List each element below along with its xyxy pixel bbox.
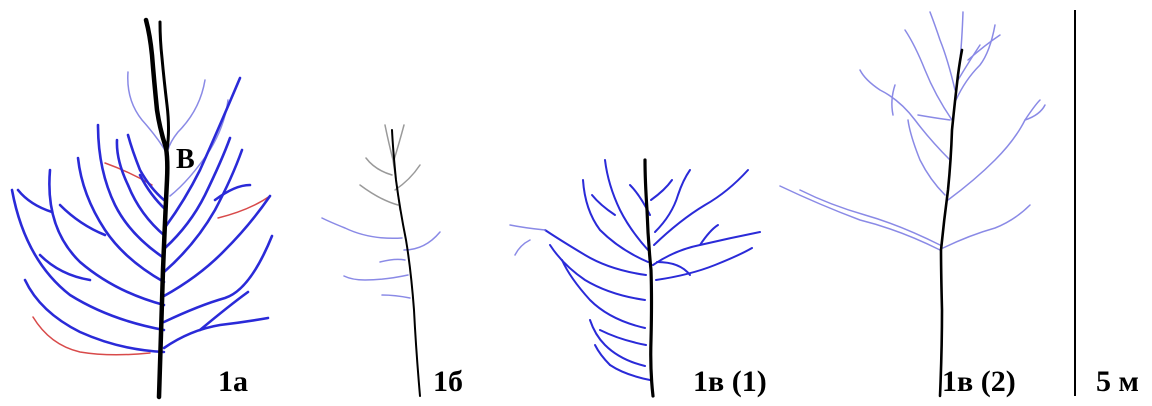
branch: [38, 253, 92, 282]
branch: [381, 294, 411, 299]
branch: [167, 79, 206, 151]
branch: [699, 224, 719, 246]
branch: [907, 119, 946, 196]
branch: [162, 316, 270, 350]
tree-1v1-label: 1в (1): [693, 365, 767, 398]
branch: [955, 24, 996, 101]
branch: [115, 138, 167, 238]
branch: [904, 29, 953, 121]
branch: [650, 179, 673, 201]
branch: [917, 114, 951, 121]
branch: [509, 224, 546, 231]
tree-1a-label: 1а: [218, 365, 248, 398]
tree-1v1: [509, 158, 761, 398]
branch: [609, 364, 651, 381]
tree-1v2-main-stem: [938, 48, 964, 398]
branch: [162, 194, 272, 298]
branch: [544, 229, 647, 276]
branch: [653, 169, 749, 246]
branch: [76, 156, 166, 284]
branch: [164, 76, 242, 228]
branch: [365, 157, 393, 176]
branch: [604, 159, 649, 251]
branch: [198, 290, 250, 332]
tree-1b: [321, 124, 441, 397]
branch: [859, 69, 951, 161]
tree-1v1-pale-branches: [509, 224, 546, 256]
branch: [16, 188, 54, 214]
branch: [514, 239, 531, 256]
branch: [561, 259, 646, 329]
branch: [58, 203, 107, 237]
branch: [403, 231, 441, 251]
tree-1a-main-stem: [143, 17, 170, 400]
tree-1a: [10, 17, 274, 400]
scale-bar-label: 5 м: [1096, 365, 1139, 398]
branch: [138, 173, 168, 212]
branch: [379, 258, 406, 263]
branch: [393, 124, 405, 161]
branch: [162, 148, 244, 274]
branch: [23, 278, 166, 354]
branch: [779, 185, 941, 251]
branch: [655, 247, 753, 281]
tree-1v2: [779, 11, 1046, 398]
branch: [127, 71, 167, 153]
branch: [48, 168, 166, 307]
branch: [394, 164, 421, 191]
tree-1v1-branches: [544, 159, 761, 381]
dead-branch: [217, 195, 271, 219]
branch: [10, 188, 166, 332]
branch: [162, 234, 274, 324]
branch: [656, 261, 691, 276]
branch: [126, 133, 166, 202]
branch: [967, 34, 1001, 61]
point-b-label: В: [176, 144, 195, 175]
tree-1a-left-branches: [10, 123, 168, 354]
dead-branch: [32, 316, 151, 356]
branch: [321, 217, 403, 240]
branch: [163, 136, 232, 250]
branch: [549, 244, 646, 301]
branch: [799, 189, 941, 246]
tree-1v2-label: 1в (2): [942, 365, 1016, 398]
branch: [359, 184, 399, 206]
branch: [947, 99, 1041, 201]
tree-1a-secondary-leader: [158, 20, 170, 152]
tree-1a-right-branches: [162, 76, 274, 350]
branch: [942, 204, 1031, 249]
tree-1v1-main-stem: [643, 158, 655, 398]
branch: [591, 194, 616, 216]
branch: [654, 169, 691, 233]
branch: [957, 44, 981, 81]
branch: [891, 84, 896, 116]
tree-1b-label: 1б: [433, 365, 463, 398]
branch: [1024, 104, 1046, 121]
branch: [599, 329, 647, 346]
branch: [929, 11, 956, 91]
branch: [589, 319, 646, 367]
branch: [594, 344, 611, 366]
tree-1b-main-stem: [391, 129, 421, 397]
branch: [96, 123, 166, 260]
branch: [582, 179, 649, 263]
branch: [213, 183, 252, 202]
tree-1v2-branches: [779, 11, 1046, 251]
tree-1b-branches: [321, 124, 441, 299]
branch: [343, 274, 409, 281]
